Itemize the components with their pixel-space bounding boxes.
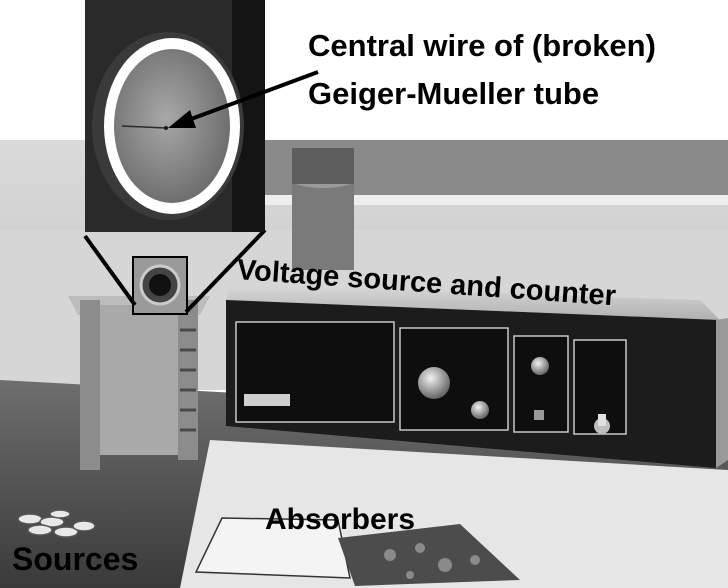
device-top — [226, 285, 720, 320]
panel-display-window — [244, 394, 290, 406]
central-wire-label-line1: Central wire of (broken) — [308, 28, 656, 63]
fine-adjust-knob — [471, 401, 489, 419]
inset-central-wire — [121, 125, 167, 129]
timer-button — [534, 410, 544, 420]
panel-display-section — [235, 321, 395, 423]
central-wire-label-line2: Geiger-Mueller tube — [308, 76, 600, 111]
zoom-line-right — [184, 228, 267, 314]
cylinder-cap — [292, 148, 354, 184]
absorbers-label: Absorbers — [265, 503, 416, 536]
absorber-sheet-texture — [384, 543, 480, 579]
absorber-sheet-white — [194, 517, 351, 579]
wire-arrow-shaft — [182, 70, 319, 124]
absorber-sheet-dark — [338, 524, 520, 586]
holder-back — [100, 305, 178, 455]
sources-label: Sources — [12, 541, 139, 577]
cylinder-body — [292, 180, 354, 270]
holder-right-leg — [178, 300, 198, 460]
holder-slots — [180, 328, 196, 432]
high-voltage-knob — [418, 367, 450, 399]
shelf-edge — [250, 195, 728, 205]
source-discs — [17, 509, 96, 538]
timer-knob — [531, 357, 549, 375]
device-side — [716, 318, 728, 468]
inset-wire-tip — [164, 126, 168, 130]
panel-high-voltage-section — [399, 327, 509, 431]
tube-window — [149, 274, 171, 296]
holder-left-leg — [80, 300, 100, 470]
power-switch-lever — [598, 414, 606, 426]
wire-arrow-head — [168, 110, 196, 128]
zoom-line-left — [83, 234, 137, 307]
